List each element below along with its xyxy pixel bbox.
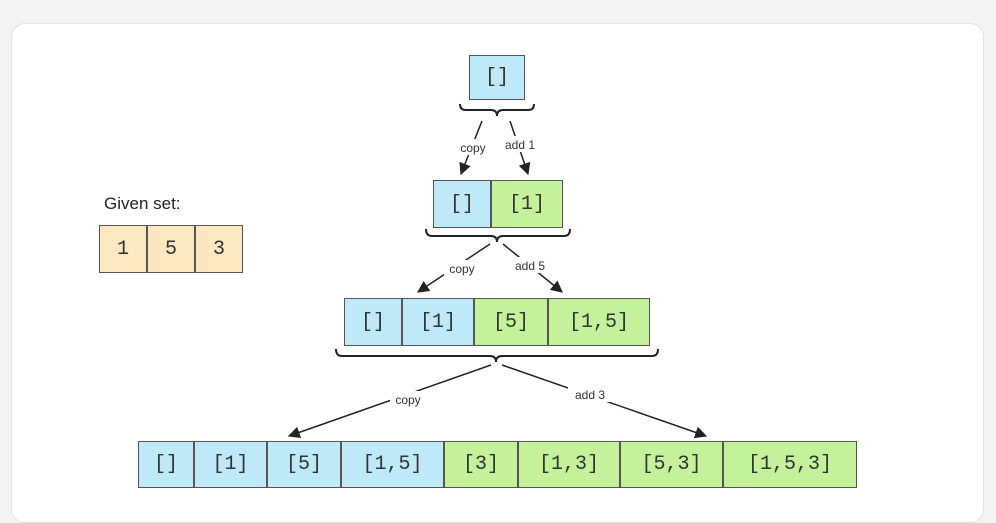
given-set-label: Given set: [104,194,181,213]
brace-level-1 [425,228,571,243]
add-label: add 5 [515,259,545,273]
subset-box: [5,3] [620,441,723,488]
connector-layer: copy add 1 copy add 5 copy add 3 [287,103,708,439]
copy-label: copy [449,262,474,276]
subset-box: [] [433,180,491,228]
subset-box: [1,5] [548,298,650,346]
subset-box: [5] [474,298,548,346]
copy-label: copy [460,141,485,155]
copy-label: copy [395,393,420,407]
subset-box: [] [469,55,525,100]
subset-box: [1,5] [341,441,444,488]
brace-level-2 [335,348,659,363]
subset-box: [3] [444,441,518,488]
add-label: add 3 [575,388,605,402]
given-set-cell: 5 [147,225,195,273]
given-set-cell: 3 [195,225,243,273]
add-label: add 1 [505,138,535,152]
subset-box: [1,5,3] [723,441,857,488]
subset-box: [1,3] [518,441,620,488]
subset-box: [5] [267,441,341,488]
brace-level-0 [459,103,535,117]
subset-box: [1] [491,180,563,228]
subset-box: [] [138,441,194,488]
subset-box: [1] [402,298,474,346]
given-set-cell: 1 [99,225,147,273]
diagram-card [11,23,984,523]
subset-box: [1] [194,441,267,488]
subset-box: [] [344,298,402,346]
